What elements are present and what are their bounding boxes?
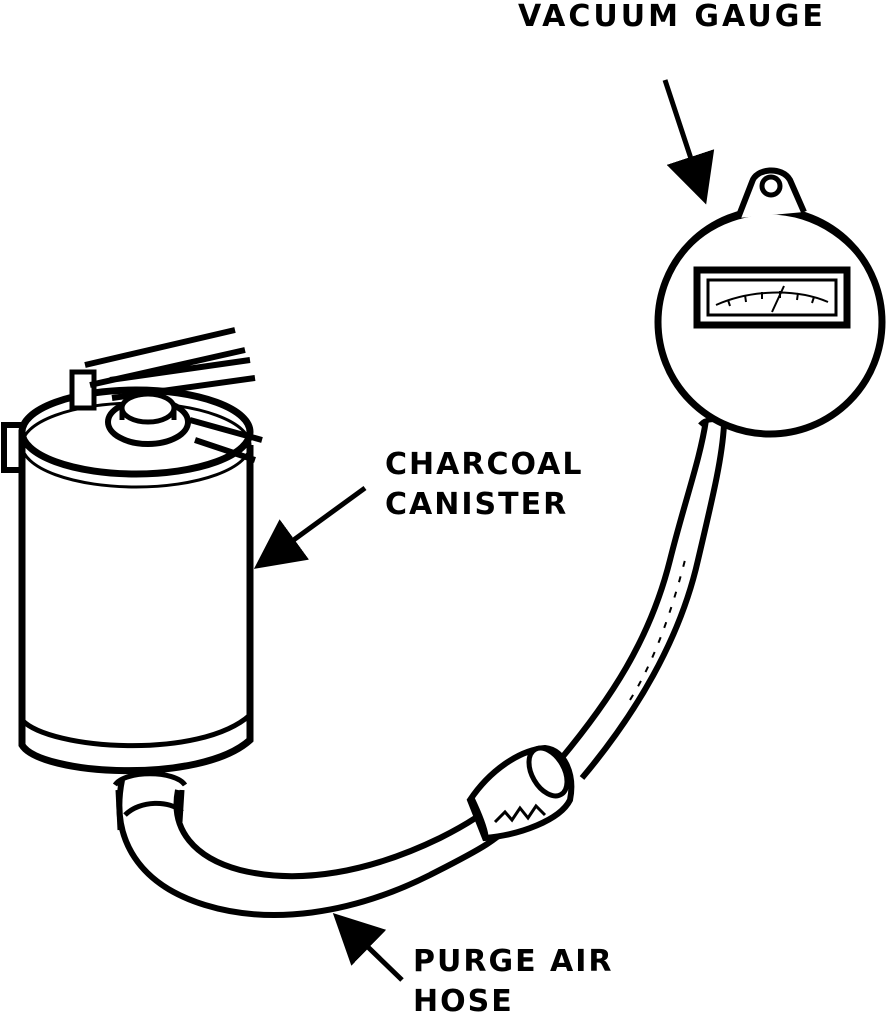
purge-air-hose: [112, 771, 523, 918]
vacuum-gauge-body: [654, 167, 886, 438]
vacuum-gauge-arrow: [662, 79, 715, 205]
vacuum-line: [557, 417, 728, 780]
charcoal-canister-label-line1: CHARCOAL: [385, 447, 584, 482]
charcoal-canister-label-line2: CANISTER: [385, 487, 569, 522]
purge-air-hose-arrow: [332, 913, 404, 982]
hose-coupling: [466, 744, 575, 842]
vacuum-gauge-label: VACUUM GAUGE: [518, 0, 826, 34]
purge-air-hose-label-line2: HOSE: [413, 984, 514, 1019]
charcoal-canister: [1, 327, 263, 775]
charcoal-canister-arrow: [253, 485, 367, 569]
purge-air-hose-label-line1: PURGE AIR: [413, 944, 614, 979]
